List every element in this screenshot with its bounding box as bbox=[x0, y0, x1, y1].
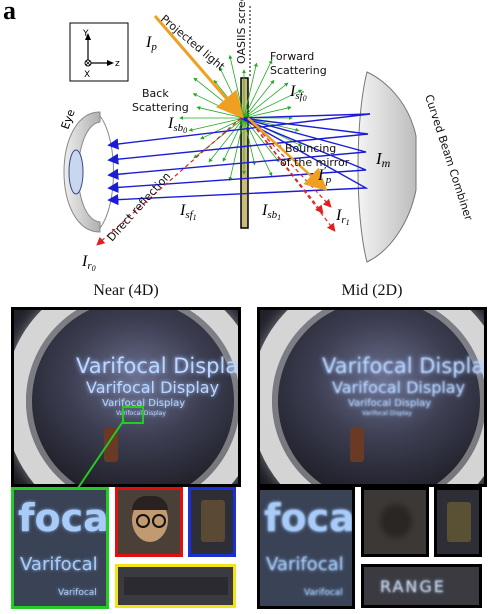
photo-mid-text-1: Varifocal Display bbox=[322, 354, 487, 378]
inset-near-green: focal Varifocal Varifocal bbox=[11, 487, 109, 609]
scatter-ray bbox=[222, 117, 245, 162]
scatter-ray bbox=[243, 59, 273, 119]
photo-near-text-1: Varifocal Display bbox=[76, 354, 241, 378]
symbol-ipp: I′p bbox=[317, 165, 332, 186]
panel-letter: a bbox=[3, 0, 16, 25]
photo-mid-text-3: Varifocal Display bbox=[348, 398, 432, 409]
scatter-ray bbox=[243, 79, 275, 119]
photo-near: Varifocal Display Varifocal Display Vari… bbox=[11, 307, 241, 487]
symbol-isf1: Isf1 bbox=[179, 202, 197, 222]
caption-near: Near (4D) bbox=[93, 282, 159, 299]
inset-mid-varifocal: Varifocal bbox=[266, 554, 344, 575]
scatter-ray bbox=[188, 117, 245, 132]
scatter-ray bbox=[243, 89, 303, 119]
inset-near-red bbox=[115, 487, 183, 557]
photo-mid: Varifocal Display Varifocal Display Vari… bbox=[257, 307, 487, 487]
symbol-ir0: Ir0 bbox=[81, 253, 96, 273]
inset-near-focal: focal bbox=[18, 496, 109, 540]
zoom-box-green bbox=[122, 406, 144, 424]
projected-light-ray bbox=[153, 15, 328, 192]
axis-x-label: X bbox=[84, 70, 90, 80]
inset-near-varifocal: Varifocal bbox=[20, 554, 98, 575]
blue-rays bbox=[107, 113, 371, 206]
photo-near-text-4: Varifocal Display bbox=[116, 410, 166, 417]
inset-near-yellow bbox=[115, 564, 236, 608]
inset-near-blue bbox=[188, 487, 236, 557]
red-rays bbox=[96, 117, 336, 246]
scatter-ray bbox=[243, 117, 280, 163]
inset-mid-small: Varifocal bbox=[304, 588, 343, 598]
photo-mid-text-4: Varifocal Display bbox=[362, 410, 412, 417]
symbol-ir1: Ir1 bbox=[335, 207, 350, 227]
scatter-ray bbox=[243, 82, 289, 119]
axis-z-label: z bbox=[115, 59, 120, 69]
optics-diagram: Y X z Eye OASIIS screen Projec bbox=[59, 0, 476, 273]
inset-mid-range: RANGE bbox=[380, 577, 446, 596]
symbol-ip: Ip bbox=[145, 34, 157, 53]
inset-mid-4: RANGE bbox=[361, 564, 482, 608]
symbol-im: Im bbox=[375, 149, 391, 170]
axis-y-label: Y bbox=[82, 29, 89, 39]
inset-near-small: Varifocal bbox=[58, 588, 97, 598]
inset-mid-1: focal Varifocal Varifocal bbox=[257, 487, 355, 609]
symbol-isb0: Isb0 bbox=[167, 115, 187, 135]
scatter-ray bbox=[228, 117, 245, 182]
photo-near-text-2: Varifocal Display bbox=[86, 378, 220, 397]
scatter-ray bbox=[243, 117, 273, 177]
scatter-ray bbox=[243, 106, 292, 119]
photo-near-text-3: Varifocal Display bbox=[102, 398, 186, 409]
scatter-ray bbox=[243, 117, 256, 166]
photo-mid-text-2: Varifocal Display bbox=[332, 378, 466, 397]
oasiis-screen bbox=[240, 77, 249, 229]
caption-mid: Mid (2D) bbox=[341, 282, 403, 299]
scatter-ray bbox=[208, 117, 245, 163]
inset-mid-3 bbox=[434, 487, 482, 557]
symbol-isf0: Isf0 bbox=[289, 83, 307, 103]
screen-label: OASIIS screen bbox=[235, 0, 248, 64]
axes-legend: Y X z bbox=[69, 22, 129, 82]
scatter-ray bbox=[200, 117, 245, 140]
symbol-isb1: Isb1 bbox=[261, 202, 281, 222]
scatter-ray bbox=[243, 62, 258, 119]
inset-mid-focal: focal bbox=[264, 496, 355, 540]
inset-mid-2 bbox=[361, 487, 429, 557]
